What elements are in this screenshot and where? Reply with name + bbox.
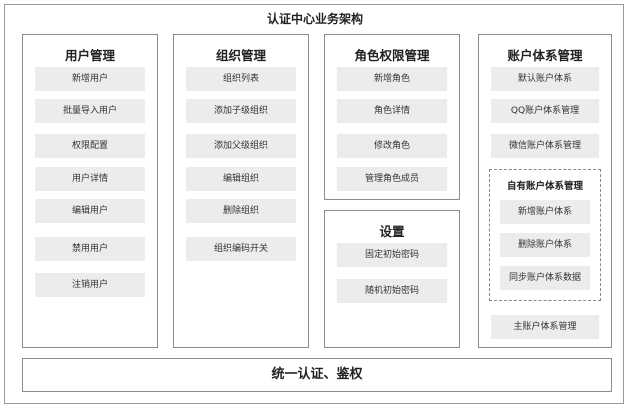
diagram-title: 认证中心业务架构 <box>266 12 363 26</box>
item-default-account-system: 默认账户体系 <box>491 67 599 91</box>
item-manage-role-members: 管理角色成员 <box>337 167 447 191</box>
item-edit-user: 编辑用户 <box>35 199 145 223</box>
item-delete-org: 删除组织 <box>186 199 296 223</box>
settings-title: 设置 <box>379 224 405 239</box>
item-batch-import-users: 批量导入用户 <box>35 99 145 123</box>
item-modify-role: 修改角色 <box>337 134 447 158</box>
item-wechat-account-system: 微信账户体系管理 <box>491 134 599 158</box>
org-management-panel: 组织管理 组织列表 添加子级组织 添加父级组织 编辑组织 删除组织 组织编码开关 <box>173 34 309 348</box>
role-permission-panel: 角色权限管理 新增角色 角色详情 修改角色 管理角色成员 <box>324 34 460 200</box>
item-org-code-switch: 组织编码开关 <box>186 237 296 261</box>
item-add-parent-org: 添加父级组织 <box>186 134 296 158</box>
item-add-user: 新增用户 <box>35 67 145 91</box>
own-account-system-group: 自有账户体系管理 新增账户体系 删除账户体系 同步账户体系数据 <box>489 169 601 301</box>
settings-panel: 设置 固定初始密码 随机初始密码 <box>324 210 460 348</box>
item-delete-account-system: 删除账户体系 <box>500 233 590 257</box>
item-disable-user: 禁用用户 <box>35 237 145 261</box>
item-org-list: 组织列表 <box>186 67 296 91</box>
user-management-panel: 用户管理 新增用户 批量导入用户 权限配置 用户详情 编辑用户 禁用用户 注销用… <box>22 34 158 348</box>
item-qq-account-system: QQ账户体系管理 <box>491 99 599 123</box>
item-sync-account-system-data: 同步账户体系数据 <box>500 266 590 290</box>
org-management-title: 组织管理 <box>215 48 266 63</box>
own-account-system-title: 自有账户体系管理 <box>506 181 583 192</box>
role-permission-title: 角色权限管理 <box>354 48 430 63</box>
item-add-role: 新增角色 <box>337 67 447 91</box>
item-role-detail: 角色详情 <box>337 99 447 123</box>
user-management-title: 用户管理 <box>64 48 115 63</box>
account-system-panel: 账户体系管理 默认账户体系 QQ账户体系管理 微信账户体系管理 自有账户体系管理… <box>478 34 612 348</box>
item-fixed-initial-password: 固定初始密码 <box>337 243 447 267</box>
item-add-child-org: 添加子级组织 <box>186 99 296 123</box>
item-add-account-system: 新增账户体系 <box>500 200 590 224</box>
account-system-title: 账户体系管理 <box>507 48 583 63</box>
item-main-account-system: 主账户体系管理 <box>491 315 599 339</box>
item-edit-org: 编辑组织 <box>186 167 296 191</box>
item-deregister-user: 注销用户 <box>35 273 145 297</box>
item-permission-config: 权限配置 <box>35 134 145 158</box>
item-random-initial-password: 随机初始密码 <box>337 279 447 303</box>
unified-auth-bar: 统一认证、鉴权 <box>22 358 612 392</box>
item-user-detail: 用户详情 <box>35 167 145 191</box>
